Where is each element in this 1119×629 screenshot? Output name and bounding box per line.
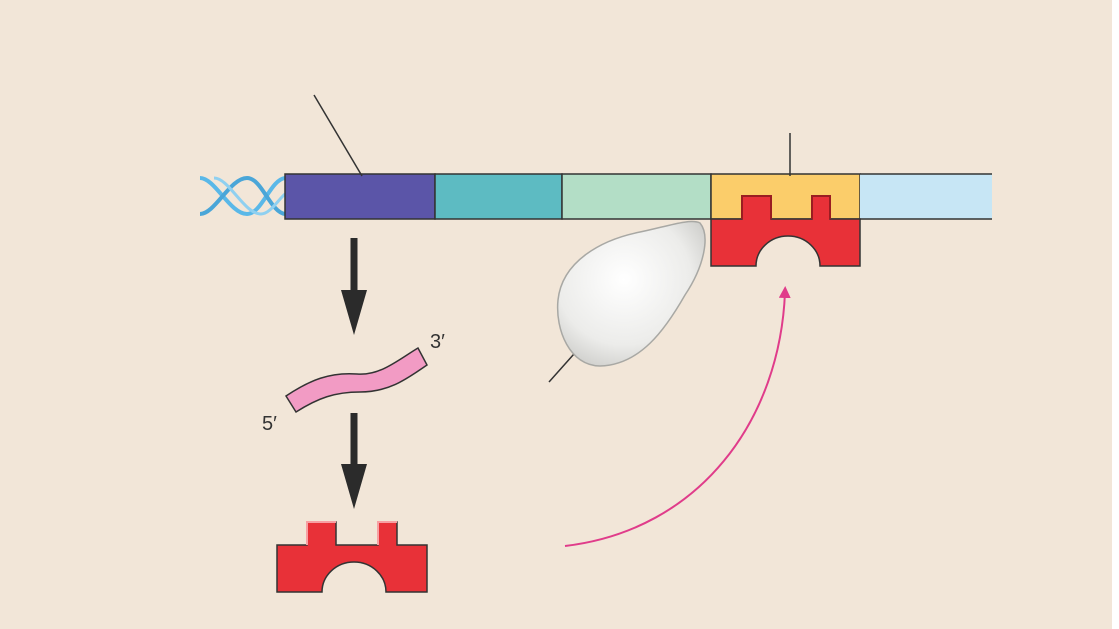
rna-polymerase-icon bbox=[556, 220, 706, 367]
pointer-line-gene bbox=[313, 94, 363, 177]
transcription-arrow bbox=[341, 238, 367, 335]
edge-strip bbox=[1112, 0, 1119, 629]
translation-arrow bbox=[341, 413, 367, 509]
mrna-five-prime-label: 5′ bbox=[262, 413, 277, 435]
mrna-three-prime-label: 3′ bbox=[430, 331, 445, 353]
operator-region bbox=[710, 173, 861, 220]
gene-region-3 bbox=[561, 173, 712, 220]
bound-repressor-icon bbox=[710, 195, 861, 267]
repressor-protein-icon bbox=[276, 521, 428, 593]
gene-region-5 bbox=[860, 174, 992, 219]
mrna-strand-icon bbox=[284, 346, 428, 414]
dna-helix-icon bbox=[199, 175, 287, 217]
gene-region-1 bbox=[284, 173, 436, 220]
feedback-arrow bbox=[564, 286, 791, 547]
gene-region-2 bbox=[434, 173, 563, 220]
dna-strand bbox=[284, 173, 992, 220]
